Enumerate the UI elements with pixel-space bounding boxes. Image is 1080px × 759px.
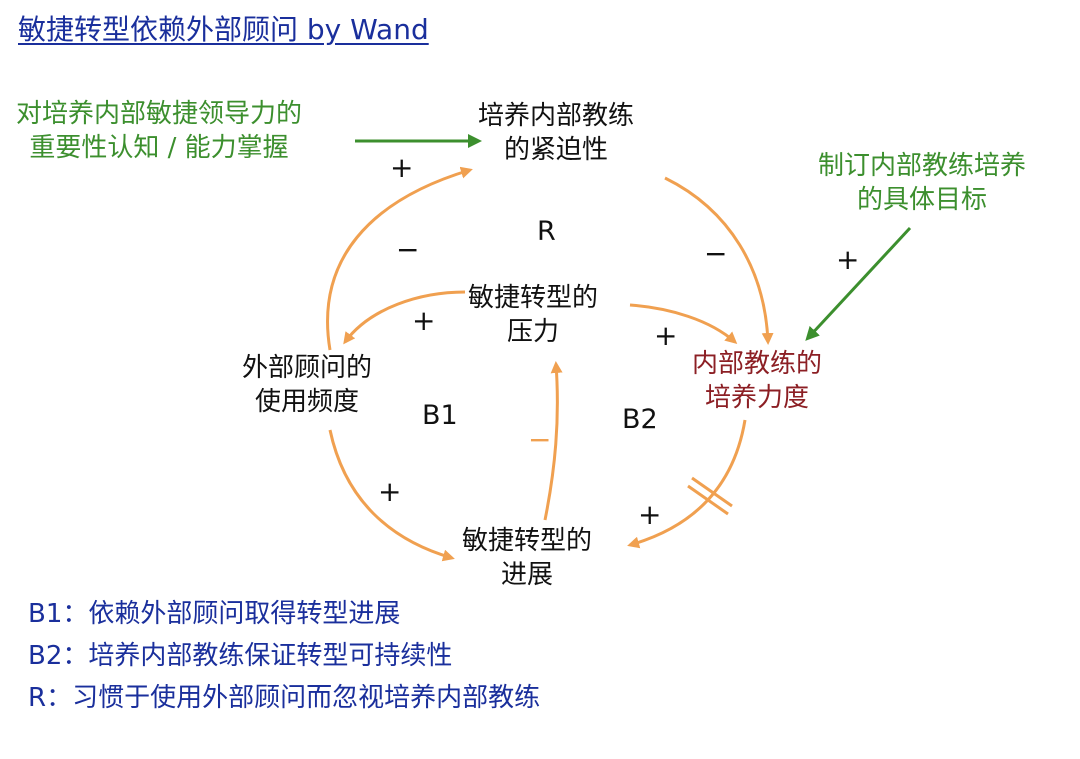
sign-pressure-to-consultant: + bbox=[412, 304, 436, 337]
arrow-goals-to-coach-effort bbox=[805, 226, 912, 341]
node-consultant-frequency-line-1: 外部顾问的 bbox=[242, 353, 373, 383]
node-coach-effort: 内部教练的 培养力度 bbox=[692, 348, 822, 416]
sign-goals-to-coach-effort: + bbox=[836, 243, 860, 276]
external-goals-line-2: 的具体目标 bbox=[857, 184, 988, 215]
sign-coach-effort-to-progress: + bbox=[638, 498, 662, 531]
sign-urgency-to-coach-effort: − bbox=[704, 237, 728, 270]
delay-mark bbox=[687, 476, 733, 516]
external-goals: 制订内部教练培养 的具体目标 bbox=[818, 150, 1026, 218]
node-urgency: 培养内部教练 的紧迫性 bbox=[478, 100, 634, 168]
external-awareness-line-1: 对培养内部敏捷领导力的 bbox=[16, 99, 303, 129]
sign-awareness-to-urgency: + bbox=[390, 151, 414, 184]
node-progress-line-1: 敏捷转型的 bbox=[462, 526, 593, 556]
node-consultant-frequency-line-2: 使用频度 bbox=[255, 386, 360, 417]
node-urgency-line-1: 培养内部教练 bbox=[478, 101, 635, 131]
legend-b1: B1：依赖外部顾问取得转型进展 bbox=[28, 599, 401, 629]
external-awareness-line-2: 重要性认知 / 能力掌握 bbox=[29, 132, 289, 163]
loop-label-b2: B2 bbox=[622, 404, 658, 435]
sign-consultant-to-progress: + bbox=[378, 475, 402, 508]
node-consultant-frequency: 外部顾问的 使用频度 bbox=[242, 352, 372, 420]
external-goals-line-1: 制订内部教练培养 bbox=[818, 151, 1027, 181]
node-coach-effort-line-2: 培养力度 bbox=[705, 382, 810, 413]
loop-label-b1: B1 bbox=[422, 400, 458, 431]
node-urgency-line-2: 的紧迫性 bbox=[504, 134, 609, 165]
sign-progress-to-pressure: − bbox=[528, 423, 552, 456]
arrow-pressure-to-coach-effort bbox=[629, 303, 738, 344]
arrow-coach-effort-to-progress bbox=[627, 419, 747, 549]
arrow-pressure-to-consultant bbox=[343, 290, 466, 345]
arrow-consultant-to-progress bbox=[328, 429, 455, 562]
external-awareness: 对培养内部敏捷领导力的 重要性认知 / 能力掌握 bbox=[16, 98, 302, 166]
loop-label-r: R bbox=[537, 216, 556, 247]
arrow-progress-to-pressure bbox=[543, 361, 563, 521]
arrow-urgency-to-coach-effort bbox=[664, 176, 774, 345]
sign-pressure-to-coach-effort: + bbox=[654, 319, 678, 352]
node-progress: 敏捷转型的 进展 bbox=[462, 525, 592, 593]
legend-r: R：习惯于使用外部顾问而忽视培养内部教练 bbox=[28, 683, 541, 713]
node-pressure-line-1: 敏捷转型的 bbox=[468, 283, 599, 313]
node-progress-line-2: 进展 bbox=[501, 559, 554, 590]
node-coach-effort-line-1: 内部教练的 bbox=[692, 349, 823, 379]
diagram-title: 敏捷转型依赖外部顾问 by Wand bbox=[18, 13, 429, 46]
legend-b2: B2：培养内部教练保证转型可持续性 bbox=[28, 641, 453, 671]
sign-consultant-to-urgency: − bbox=[396, 233, 420, 266]
arrow-consultant-to-urgency bbox=[326, 166, 473, 351]
node-pressure-line-2: 压力 bbox=[507, 316, 560, 347]
node-pressure: 敏捷转型的 压力 bbox=[468, 282, 598, 350]
